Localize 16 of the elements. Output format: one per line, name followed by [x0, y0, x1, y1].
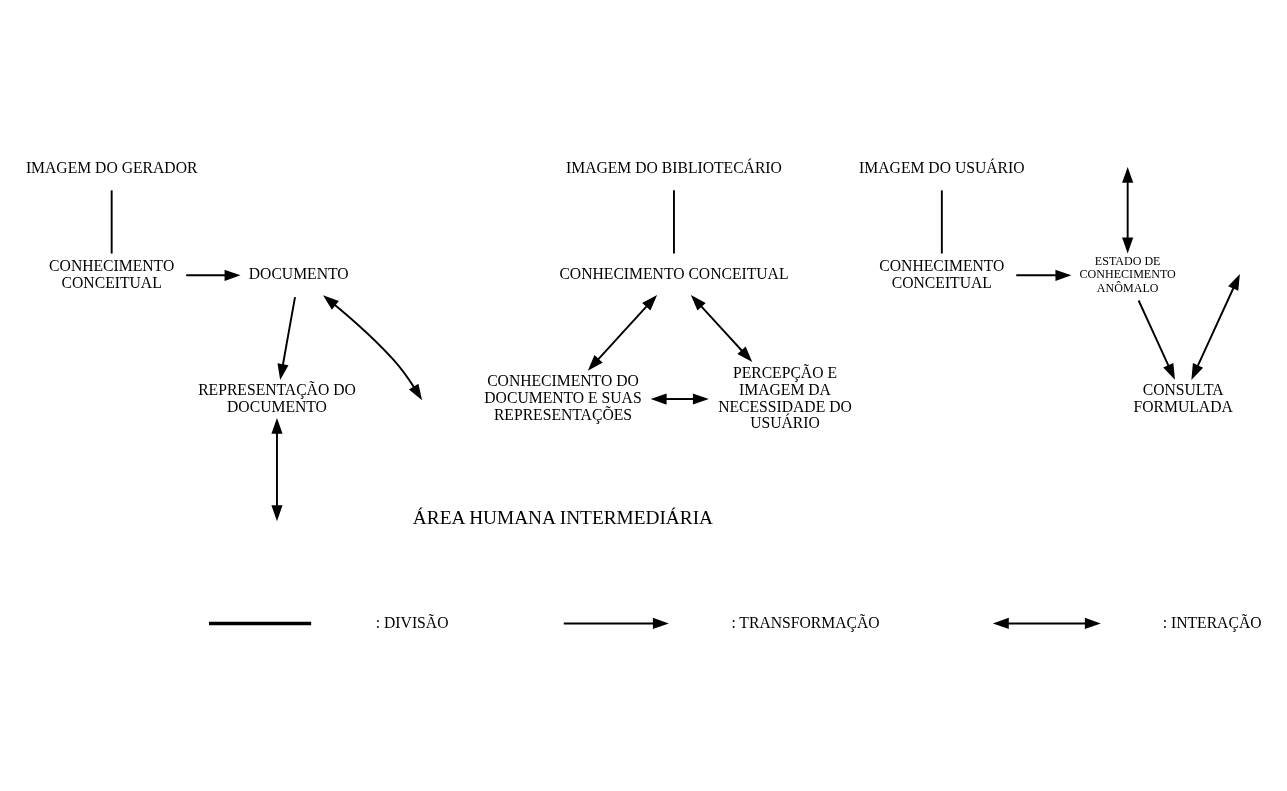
- node-text: REPRESENTAÇÃO DO DOCUMENTO: [198, 380, 356, 415]
- node-text: CONHECIMENTO CONCEITUAL: [559, 264, 789, 282]
- node-text: PERCEPÇÃO E IMAGEM DA NECESSIDADE DO USUÁRIO: [718, 363, 852, 431]
- node-text: CONHECIMENTO DO DOCUMENTO E SUAS REPRESENTAÇÕES: [484, 371, 642, 423]
- node-text: CONHECIMENTO CONCEITUAL: [49, 256, 175, 291]
- node-text: CONSULTA FORMULADA: [1133, 380, 1233, 415]
- node-text: DOCUMENTO: [248, 264, 349, 282]
- legend-label: : TRANSFORMAÇÃO: [731, 613, 880, 631]
- node-text: IMAGEM DO GERADOR: [25, 158, 198, 176]
- node-text: IMAGEM DO BIBLIOTECÁRIO: [566, 158, 782, 176]
- node-text: CONHECIMENTO CONCEITUAL: [879, 256, 1005, 291]
- label: ÁREA HUMANA INTERMEDIÁRIA: [412, 506, 714, 528]
- legend-label: : INTERAÇÃO: [1162, 613, 1262, 631]
- legend-label: : DIVISÃO: [375, 613, 449, 631]
- node-text: IMAGEM DO USUÁRIO: [859, 158, 1025, 176]
- node-text: ESTADO DE CONHECIMENTO ANÔMALO: [1079, 253, 1176, 295]
